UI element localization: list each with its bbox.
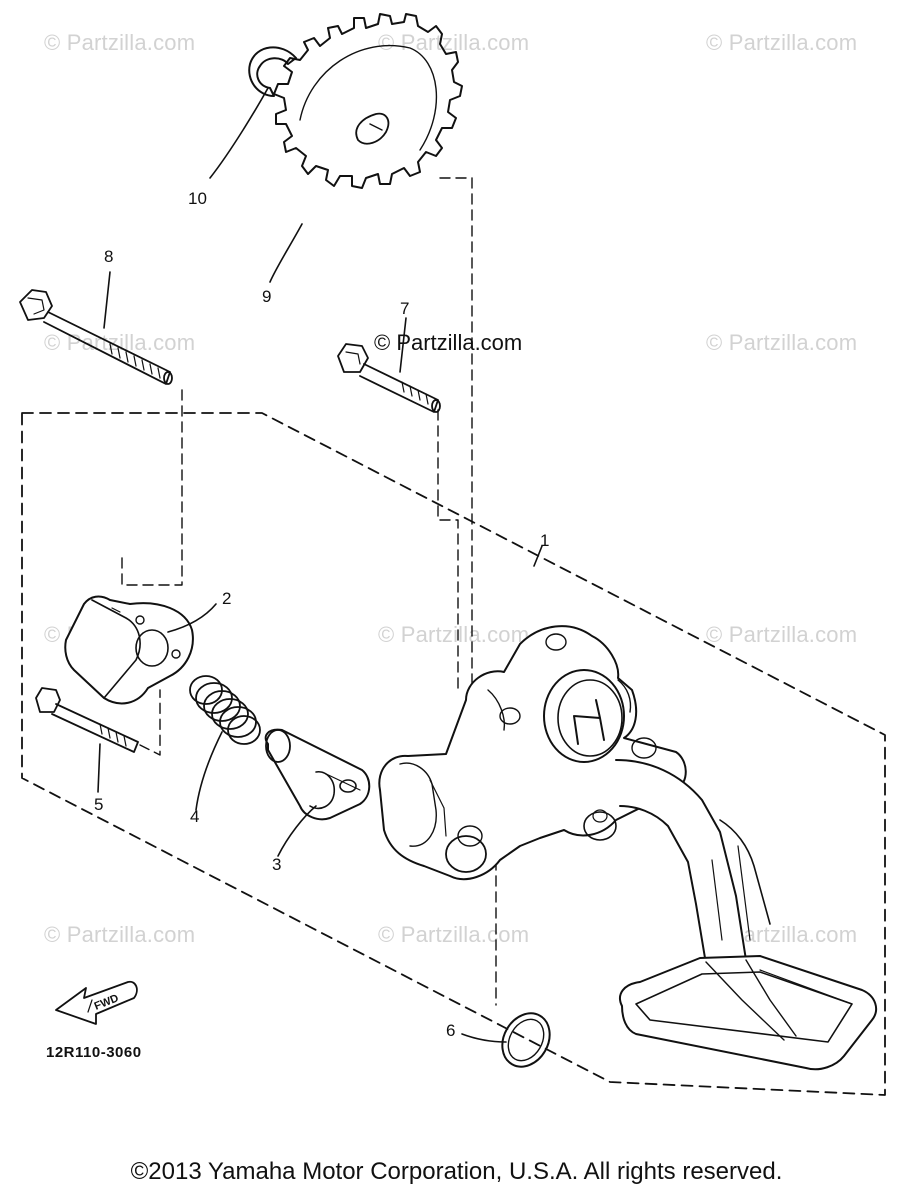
relief-valve-plunger xyxy=(264,728,371,821)
leader-9 xyxy=(269,223,303,283)
bolt-short xyxy=(337,343,441,413)
callout-6: 6 xyxy=(446,1021,456,1040)
circlip xyxy=(248,46,297,97)
leader-6 xyxy=(461,1033,507,1043)
callout-9: 9 xyxy=(262,287,272,306)
bolt-long xyxy=(19,289,173,385)
leader-1 xyxy=(533,545,543,567)
fwd-arrow xyxy=(55,980,138,1025)
relief-valve-cover xyxy=(64,595,194,705)
leader-10 xyxy=(209,87,269,179)
callout-5: 5 xyxy=(94,795,104,814)
watermark: © Partzilla.com xyxy=(706,30,858,55)
relief-valve-spring xyxy=(189,675,261,745)
watermark: © Partzilla.com xyxy=(378,622,530,647)
bolt-5 xyxy=(35,687,139,753)
callout-7: 7 xyxy=(400,299,410,318)
oil-pump-body xyxy=(378,625,878,1071)
o-ring xyxy=(501,1012,551,1068)
guide-line-7 xyxy=(437,409,459,691)
sprocket-inner-ring xyxy=(299,44,438,151)
watermark: © Partzilla.com xyxy=(44,922,196,947)
leader-7 xyxy=(399,317,407,373)
leader-2 xyxy=(167,603,217,633)
guide-line-8 xyxy=(121,389,183,586)
leader-4 xyxy=(195,731,223,811)
callout-3: 3 xyxy=(272,855,282,874)
callout-10: 10 xyxy=(188,189,207,208)
sprocket-hub xyxy=(355,112,390,145)
watermark: © Partzilla.com xyxy=(706,330,858,355)
watermark: © Partzilla.com xyxy=(44,30,196,55)
callout-2: 2 xyxy=(222,589,232,608)
callout-1: 1 xyxy=(540,531,550,550)
watermark: © Partzilla.com xyxy=(378,30,530,55)
sprocket-outline xyxy=(273,13,463,189)
guide-line-5 xyxy=(139,689,161,756)
watermark: © Partzilla.com xyxy=(378,922,530,947)
callout-4: 4 xyxy=(190,807,200,826)
assembly-boundary xyxy=(21,412,886,1096)
leader-8 xyxy=(103,271,111,329)
leader-3 xyxy=(277,805,317,857)
copyright-notice: ©2013 Yamaha Motor Corporation, U.S.A. A… xyxy=(130,1158,783,1185)
partzilla-label: © Partzilla.com xyxy=(374,330,523,355)
leader-5 xyxy=(97,743,101,793)
guide-line-9 xyxy=(439,177,473,691)
callout-8: 8 xyxy=(104,247,114,266)
diagram-part-code: 12R110-3060 xyxy=(46,1044,142,1061)
watermark: © Partzilla.com xyxy=(706,622,858,647)
